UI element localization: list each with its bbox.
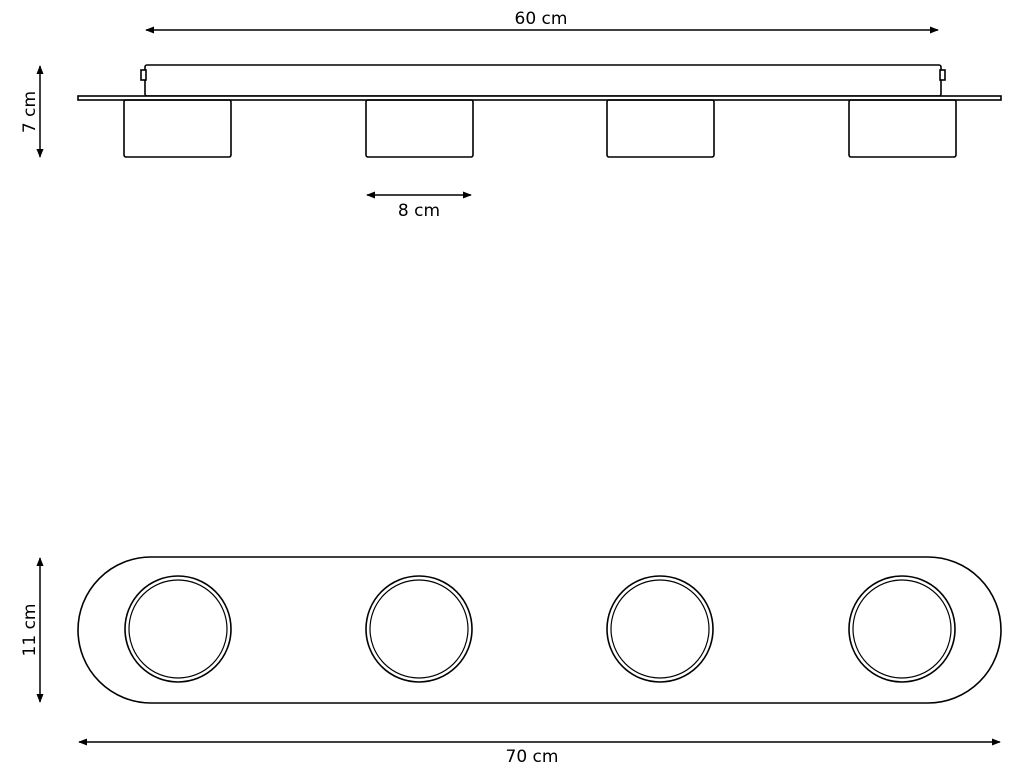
spot-top-4	[848, 575, 956, 683]
spot-side-1	[123, 99, 232, 158]
dimension-label-top-height: 7 cm	[20, 91, 40, 133]
dimension-top-width: 60 cm	[145, 9, 939, 34]
dimension-bottom-height: 11 cm	[20, 557, 44, 703]
bar-end-cap-left	[140, 69, 147, 81]
spot-top-2	[365, 575, 473, 683]
spot-top-1	[124, 575, 232, 683]
dimension-bottom-width: 70 cm	[78, 738, 1001, 767]
base-plate-outline	[77, 556, 1002, 704]
dimension-label-spot-width: 8 cm	[398, 201, 440, 221]
dimension-label-bottom-height: 11 cm	[20, 604, 40, 657]
spot-top-3	[606, 575, 714, 683]
dimension-top-height: 7 cm	[20, 65, 44, 158]
side-view	[77, 64, 1002, 158]
bar-end-cap-right	[939, 69, 946, 81]
top-view	[77, 556, 1002, 704]
mounting-bar	[144, 64, 942, 97]
dimension-label-top-width: 60 cm	[515, 9, 568, 29]
dimension-label-bottom-width: 70 cm	[506, 747, 559, 767]
ceiling-plate	[77, 95, 1002, 101]
spot-side-4	[848, 99, 957, 158]
dimension-spot-width: 8 cm	[366, 191, 472, 221]
spot-side-2	[365, 99, 474, 158]
spot-side-3	[606, 99, 715, 158]
